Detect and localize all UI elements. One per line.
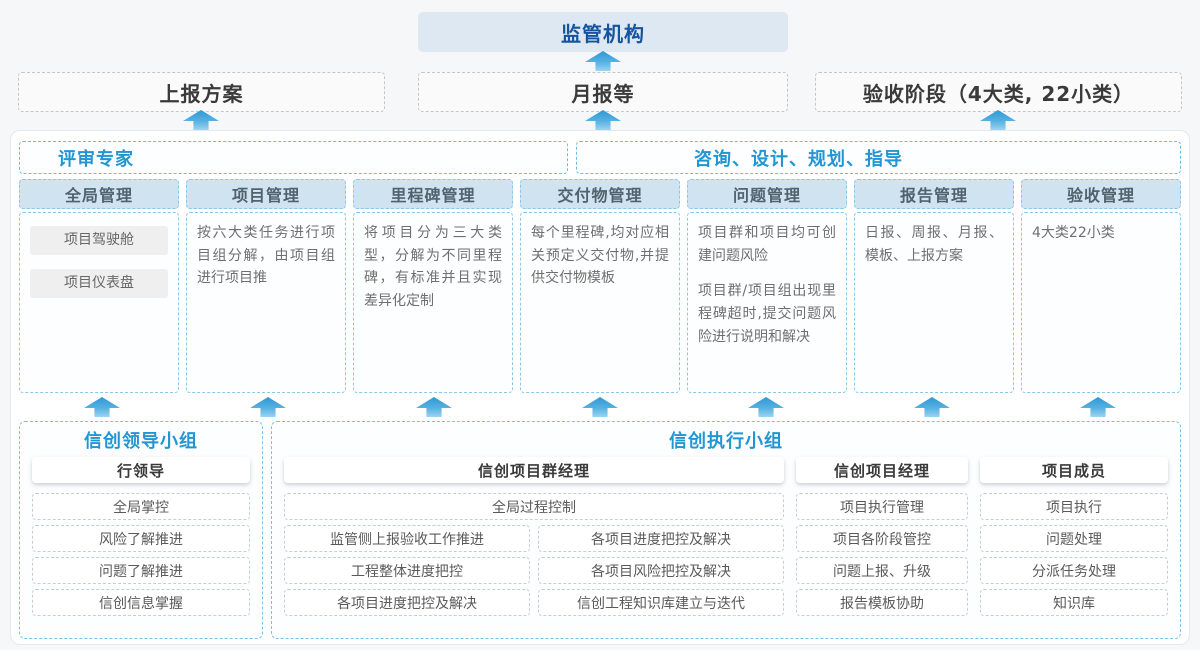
column-global-management: 全局管理 项目驾驶舱 项目仪表盘: [19, 179, 179, 393]
regulator-label: 监管机构: [561, 21, 645, 46]
column-body: 项目驾驶舱 项目仪表盘: [19, 212, 179, 393]
task-item: 风险了解推进: [32, 525, 250, 552]
column-header: 报告管理: [854, 179, 1014, 209]
task-item: 项目执行管理: [796, 493, 968, 520]
report-plan-label: 上报方案: [159, 81, 244, 106]
arrow-up-icon: [1080, 397, 1116, 417]
column-body: 按六大类任务进行项目组分解，由项目组进行项目推: [186, 212, 346, 393]
arrow-up-icon: [914, 397, 950, 417]
column-body: 4大类22小类: [1021, 212, 1181, 393]
column-report-management: 报告管理 日报、周报、月报、模板、上报方案: [854, 179, 1014, 393]
column-milestone-management: 里程碑管理 将项目分为三大类型，分解为不同里程碑，有标准并且实现差异化定制: [353, 179, 513, 393]
column-body: 每个里程碑,均对应相关预定义交付物,并提供交付物模板: [520, 212, 680, 393]
task-item: 报告模板协助: [796, 589, 968, 616]
task-item: 工程整体进度把控: [284, 557, 530, 584]
project-members-section: 项目成员 项目执行 问题处理 分派任务处理 知识库: [980, 457, 1168, 621]
arrow-up-icon: [183, 110, 219, 130]
execution-group: 信创执行小组 信创项目群经理 全局过程控制 监管侧上报验收工作推进 各项目进度把…: [271, 421, 1181, 639]
team-groups: 信创领导小组 行领导 全局掌控 风险了解推进 问题了解推进 信创信息掌握 信创执…: [19, 421, 1181, 639]
program-manager-task-grid: 监管侧上报验收工作推进 各项目进度把控及解决 工程整体进度把控 各项目风险把控及…: [284, 525, 784, 616]
regulator-box: 监管机构: [418, 12, 788, 52]
issue-paragraph: 项目群/项目组出现里程碑超时,提交问题风险进行说明和解决: [698, 283, 836, 345]
project-manager-section: 信创项目经理 项目执行管理 项目各阶段管控 问题上报、升级 报告模板协助: [796, 457, 968, 621]
bank-leader-role: 行领导: [32, 457, 250, 483]
column-body: 日报、周报、月报、模板、上报方案: [854, 212, 1014, 393]
column-header: 全局管理: [19, 179, 179, 209]
column-header: 项目管理: [186, 179, 346, 209]
monthly-report-box: 月报等: [418, 72, 788, 112]
task-item: 项目各阶段管控: [796, 525, 968, 552]
project-cockpit-pill: 项目驾驶舱: [30, 226, 168, 255]
execution-columns: 信创项目群经理 全局过程控制 监管侧上报验收工作推进 各项目进度把控及解决 工程…: [284, 457, 1168, 621]
task-item: 各项目进度把控及解决: [538, 525, 784, 552]
arrow-up-icon: [980, 110, 1016, 130]
task-item: 问题了解推进: [32, 557, 250, 584]
column-header: 里程碑管理: [353, 179, 513, 209]
task-item: 问题上报、升级: [796, 557, 968, 584]
task-item: 问题处理: [980, 525, 1168, 552]
column-body: 将项目分为三大类型，分解为不同里程碑，有标准并且实现差异化定制: [353, 212, 513, 393]
project-dashboard-pill: 项目仪表盘: [30, 269, 168, 298]
report-plan-box: 上报方案: [18, 72, 385, 112]
monthly-report-label: 月报等: [571, 81, 635, 106]
task-item: 全局掌控: [32, 493, 250, 520]
program-manager-section: 信创项目群经理 全局过程控制 监管侧上报验收工作推进 各项目进度把控及解决 工程…: [284, 457, 784, 621]
task-item: 信创工程知识库建立与迭代: [538, 589, 784, 616]
leadership-group-title: 信创领导小组: [84, 431, 198, 452]
consulting-label: 咨询、设计、规划、指导: [694, 148, 903, 170]
arrow-up-icon: [250, 397, 286, 417]
execution-group-title: 信创执行小组: [669, 431, 783, 452]
task-item-wide: 全局过程控制: [284, 493, 784, 520]
column-arrows: [19, 394, 1181, 420]
review-experts-label: 评审专家: [58, 148, 134, 170]
column-issue-management: 问题管理 项目群和项目均可创建问题风险 项目群/项目组出现里程碑超时,提交问题风…: [687, 179, 847, 393]
column-body: 项目群和项目均可创建问题风险 项目群/项目组出现里程碑超时,提交问题风险进行说明…: [687, 212, 847, 393]
consulting-box: 咨询、设计、规划、指导: [576, 141, 1181, 174]
advisor-strip: 评审专家 咨询、设计、规划、指导: [19, 141, 1181, 174]
column-acceptance-management: 验收管理 4大类22小类: [1021, 179, 1181, 393]
project-manager-role: 信创项目经理: [796, 457, 968, 483]
task-item: 项目执行: [980, 493, 1168, 520]
column-header: 验收管理: [1021, 179, 1181, 209]
issue-paragraph: 项目群和项目均可创建问题风险: [698, 225, 836, 264]
platform-panel: 评审专家 咨询、设计、规划、指导 全局管理 项目驾驶舱 项目仪表盘 项目管理 按…: [10, 130, 1190, 645]
arrow-up-icon: [748, 397, 784, 417]
review-experts-box: 评审专家: [19, 141, 568, 174]
program-manager-role: 信创项目群经理: [284, 457, 784, 483]
arrow-up-icon: [585, 110, 621, 130]
task-item: 分派任务处理: [980, 557, 1168, 584]
leadership-group: 信创领导小组 行领导 全局掌控 风险了解推进 问题了解推进 信创信息掌握: [19, 421, 263, 639]
task-item: 监管侧上报验收工作推进: [284, 525, 530, 552]
column-header: 问题管理: [687, 179, 847, 209]
task-item: 各项目风险把控及解决: [538, 557, 784, 584]
arrow-up-icon: [582, 397, 618, 417]
project-members-role: 项目成员: [980, 457, 1168, 483]
arrow-up-icon: [416, 397, 452, 417]
arrow-up-icon: [84, 397, 120, 417]
column-deliverable-management: 交付物管理 每个里程碑,均对应相关预定义交付物,并提供交付物模板: [520, 179, 680, 393]
task-item: 信创信息掌握: [32, 589, 250, 616]
acceptance-stage-label: 验收阶段（4大类, 22小类）: [862, 81, 1135, 106]
task-item: 各项目进度把控及解决: [284, 589, 530, 616]
column-project-management: 项目管理 按六大类任务进行项目组分解，由项目组进行项目推: [186, 179, 346, 393]
acceptance-stage-box: 验收阶段（4大类, 22小类）: [815, 72, 1182, 112]
arrow-up-icon: [585, 51, 621, 71]
task-item: 知识库: [980, 589, 1168, 616]
management-columns: 全局管理 项目驾驶舱 项目仪表盘 项目管理 按六大类任务进行项目组分解，由项目组…: [19, 179, 1181, 393]
column-header: 交付物管理: [520, 179, 680, 209]
